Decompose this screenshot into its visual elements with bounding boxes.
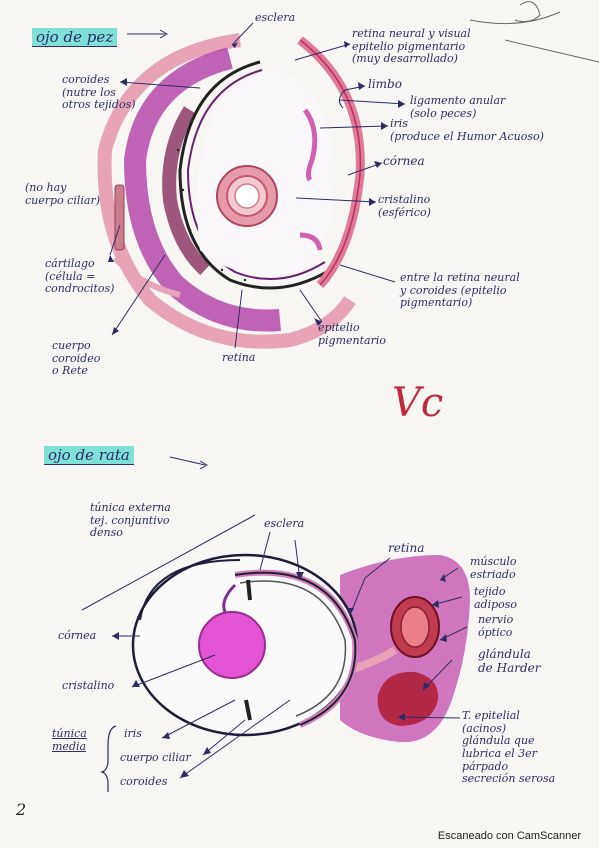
rat-label-cuerpo-ciliar: cuerpo ciliar — [120, 751, 191, 764]
corner-scribble — [469, 1, 599, 63]
rat-eye-title: ojo de rata — [44, 446, 134, 465]
rat-label-t-epitelial: T. epitelial (acinos) glándula que lubri… — [462, 709, 556, 786]
fish-label-epitelio: epitelio pigmentario — [318, 321, 387, 347]
fish-label-retina: retina — [222, 351, 256, 364]
rat-label-iris: iris — [124, 727, 142, 740]
grade-mark: Vc — [392, 380, 444, 426]
fish-eye-title: ojo de pez — [32, 28, 118, 47]
fish-label-cuerpo-coroideo: cuerpo coroideo o Rete — [52, 339, 101, 378]
fish-label-cristalino: cristalino (esférico) — [378, 193, 431, 219]
rat-label-glandula-harder: glándula de Harder — [478, 647, 541, 675]
scanner-footer: Escaneado con CamScanner — [437, 830, 581, 842]
rat-label-retina: retina — [388, 541, 425, 555]
fish-label-esclera: esclera — [255, 11, 296, 24]
fish-label-iris: iris (produce el Humor Acuoso) — [390, 117, 544, 143]
rat-label-cristalino: cristalino — [62, 679, 115, 692]
fish-label-cartilago: cártilago (célula = condrocitos) — [45, 257, 115, 296]
rat-label-tejido: tejido adiposo — [474, 585, 518, 611]
rat-label-musculo: músculo estriado — [470, 555, 517, 581]
fish-label-ligamento: ligamento anular (solo peces) — [410, 94, 506, 120]
fish-label-no-cuerpo-ciliar: (no hay cuerpo ciliar) — [25, 181, 100, 207]
rat-label-tunica-externa: túnica externa tej. conjuntivo denso — [90, 501, 171, 540]
fish-label-entre-retina: entre la retina neural y coroides (epite… — [400, 271, 520, 310]
rat-label-cornea: córnea — [58, 629, 97, 642]
rat-label-esclera: esclera — [264, 517, 305, 530]
fish-eye-diagram — [97, 22, 406, 349]
rat-label-nervio: nervio óptico — [478, 613, 514, 639]
rat-eye-diagram — [81, 456, 470, 792]
fish-label-retina-neural: retina neural y visual epitelio pigmenta… — [352, 27, 471, 66]
fish-label-limbo: limbo — [368, 77, 402, 91]
page-number: 2 — [16, 800, 27, 819]
rat-label-coroides: coroides — [120, 775, 168, 788]
rat-label-tunica-media: túnica media — [52, 727, 87, 753]
fish-label-coroides: coroides (nutre los otros tejidos) — [62, 73, 136, 112]
fish-label-cornea: córnea — [383, 154, 425, 168]
